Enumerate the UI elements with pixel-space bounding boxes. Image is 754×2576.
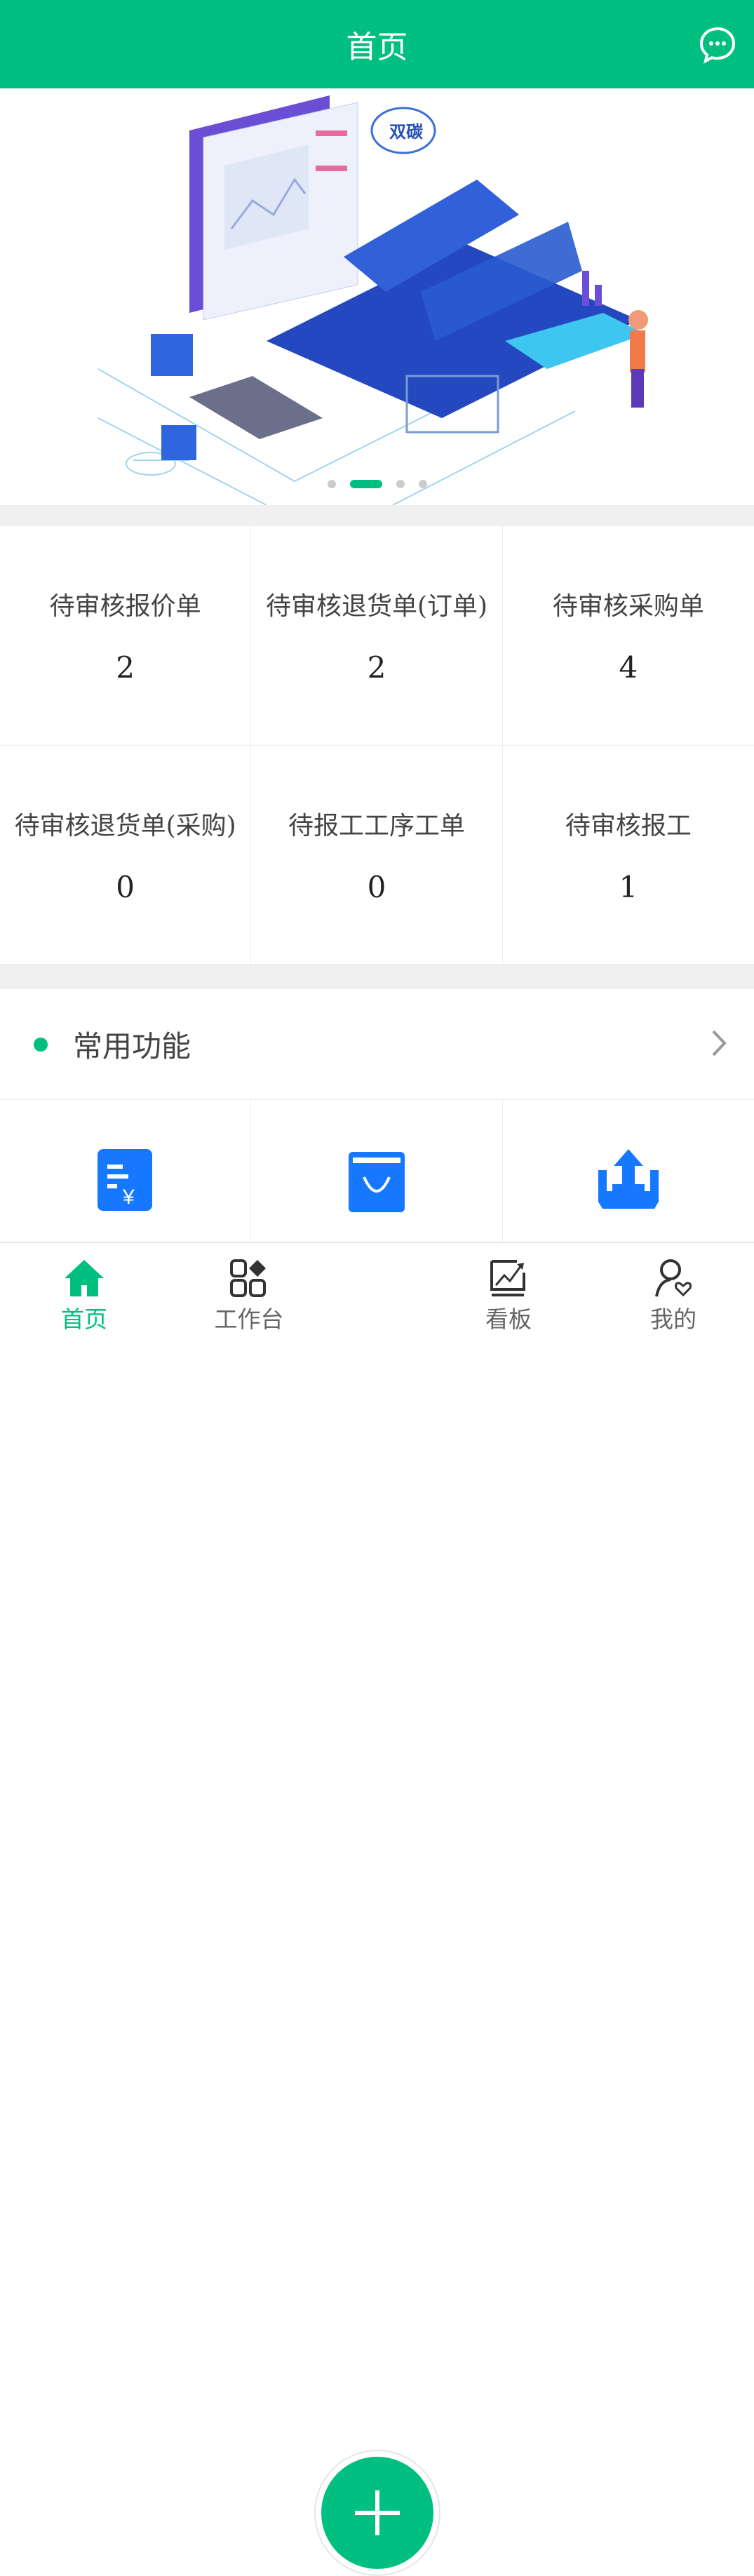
carousel-dot[interactable] [327,480,336,488]
tab-workbench[interactable]: 工作台 [193,1243,305,1345]
carousel-dot-active[interactable] [349,480,382,488]
stat-value: 0 [367,869,386,904]
carousel-indicators [0,480,754,488]
function-item[interactable]: ¥ [0,1100,252,1242]
quote-document-icon: ¥ [97,1149,152,1211]
tab-label: 我的 [650,1306,696,1333]
tab-label: 看板 [485,1306,532,1333]
bottom-tab-bar: 首页 工作台 看板 我的 [0,1242,754,2576]
chevron-right-icon[interactable] [705,1026,733,1061]
divider [0,965,754,989]
function-grid: ¥ [0,1100,754,1242]
plus-icon [355,2490,400,2535]
stat-label: 待审核退货单(订单) [265,592,488,622]
stat-label: 待审核报工 [565,811,692,840]
tab-label: 工作台 [214,1306,284,1333]
tab-label: 首页 [61,1306,107,1333]
cloud-label: 双碳 [389,121,424,142]
carousel-dot[interactable] [396,480,405,488]
stat-label: 待报工工序工单 [288,811,465,840]
svg-text:¥: ¥ [122,1186,135,1209]
stat-value: 1 [619,869,638,904]
bullet-dot-icon [34,1037,48,1052]
carousel-dot[interactable] [418,480,427,488]
stat-label: 待审核报价单 [49,592,201,622]
stat-label: 待审核退货单(采购) [14,811,236,840]
stat-card[interactable]: 待审核采购单 4 [502,526,754,746]
common-functions-header[interactable]: 常用功能 [0,989,754,1100]
stat-card[interactable]: 待审核退货单(采购) 0 [0,745,252,965]
page-title: 首页 [346,29,408,65]
tab-dashboard[interactable]: 看板 [452,1243,565,1345]
function-item[interactable] [503,1100,754,1242]
tab-profile[interactable]: 我的 [617,1243,729,1345]
stat-value: 4 [619,650,638,685]
shopping-bag-icon [348,1152,405,1212]
chat-bubble-icon[interactable] [698,25,737,65]
apps-grid-icon [230,1259,266,1297]
stat-card[interactable]: 待报工工序工单 0 [251,745,503,965]
function-item[interactable] [251,1100,503,1242]
add-button[interactable] [321,2457,433,2569]
tab-home[interactable]: 首页 [28,1243,140,1345]
inbox-upload-icon [598,1149,659,1209]
stat-label: 待审核采购单 [552,592,704,622]
stat-card[interactable]: 待审核退货单(订单) 2 [251,526,503,746]
banner-illustration: 双碳 [97,95,648,505]
chart-board-icon [490,1260,525,1296]
divider [0,505,754,526]
stat-card[interactable]: 待审核报价单 2 [0,526,252,746]
user-heart-icon [655,1259,692,1297]
stat-value: 0 [116,869,135,904]
stat-value: 2 [116,650,135,685]
banner-carousel[interactable]: 双碳 [0,88,754,505]
top-header: 首页 [0,0,754,88]
home-icon [65,1260,104,1296]
stat-card[interactable]: 待审核报工 1 [502,746,754,965]
section-title: 常用功能 [73,1029,191,1064]
stat-value: 2 [367,650,386,685]
